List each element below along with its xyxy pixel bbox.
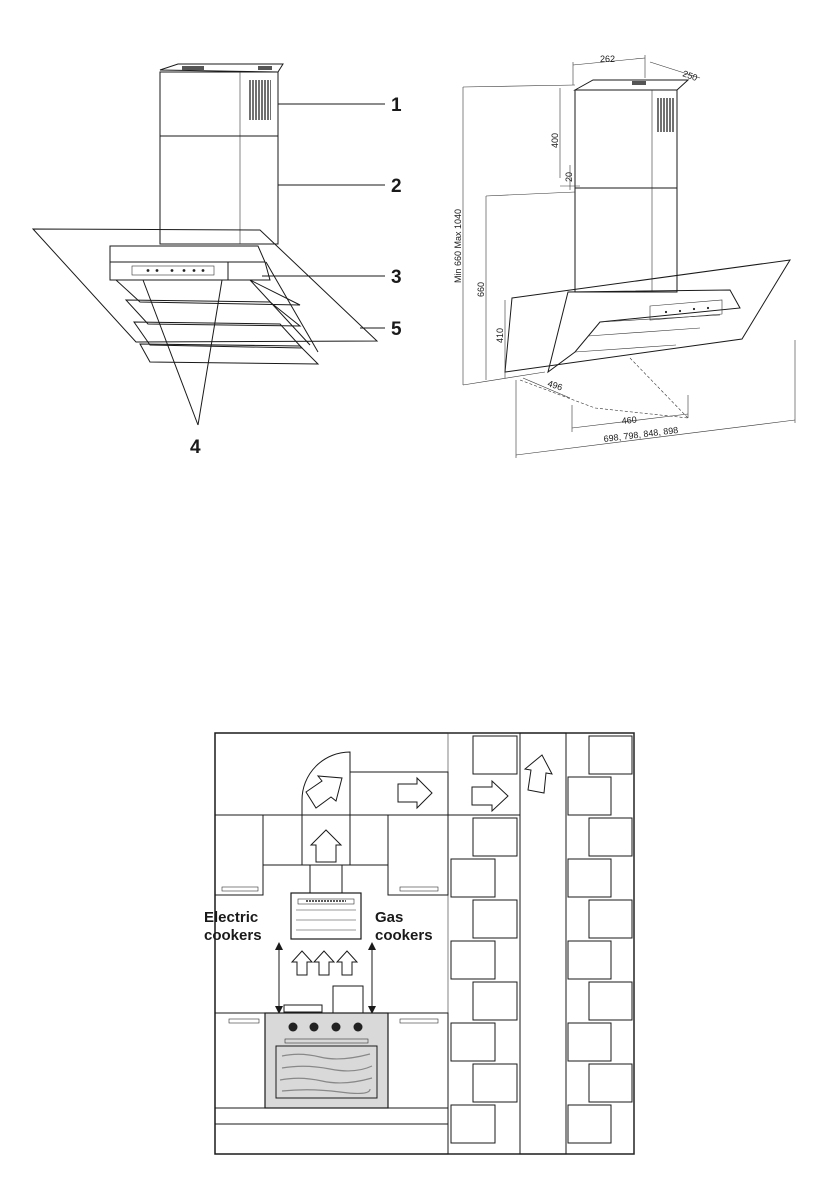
dim-total-height: Min 660 Max 1040 bbox=[453, 209, 463, 283]
dim-overlap: 20 bbox=[564, 172, 574, 182]
dim-chimney-depth: 250 bbox=[681, 68, 699, 83]
dim-base-width: 460 bbox=[621, 414, 637, 426]
label-gas-line2: cookers bbox=[375, 927, 433, 944]
label-gas-line1: Gas bbox=[375, 909, 403, 926]
hood-dimension-drawing: 262 250 400 20 Min 660 Max 1040 660 410 … bbox=[453, 54, 795, 458]
hood-product-drawing: 1 2 3 4 5 bbox=[33, 64, 402, 458]
label-electric-line1: Electric bbox=[204, 909, 258, 926]
callout-leader-4b bbox=[198, 280, 222, 425]
installation-diagram: Electric cookers Gas cookers bbox=[204, 733, 634, 1154]
callout-5: 5 bbox=[391, 319, 402, 340]
callout-3: 3 bbox=[391, 267, 402, 288]
callout-2: 2 bbox=[391, 176, 402, 197]
dim-canopy-depth: 496 bbox=[546, 378, 563, 392]
dim-chimney-width: 262 bbox=[600, 54, 615, 64]
control-panel bbox=[110, 262, 228, 280]
oven bbox=[265, 1013, 388, 1108]
callout-4: 4 bbox=[190, 437, 201, 458]
dim-canopy-height: 410 bbox=[495, 328, 505, 343]
callout-leader-4a bbox=[143, 280, 198, 425]
dim-lower-height: 660 bbox=[476, 282, 486, 297]
label-electric-line2: cookers bbox=[204, 927, 262, 944]
callout-1: 1 bbox=[391, 95, 402, 116]
dim-canopy-widths: 698, 798, 848, 898 bbox=[603, 425, 679, 444]
vent-grille bbox=[249, 80, 271, 120]
dim-upper-chimney: 400 bbox=[550, 133, 560, 148]
